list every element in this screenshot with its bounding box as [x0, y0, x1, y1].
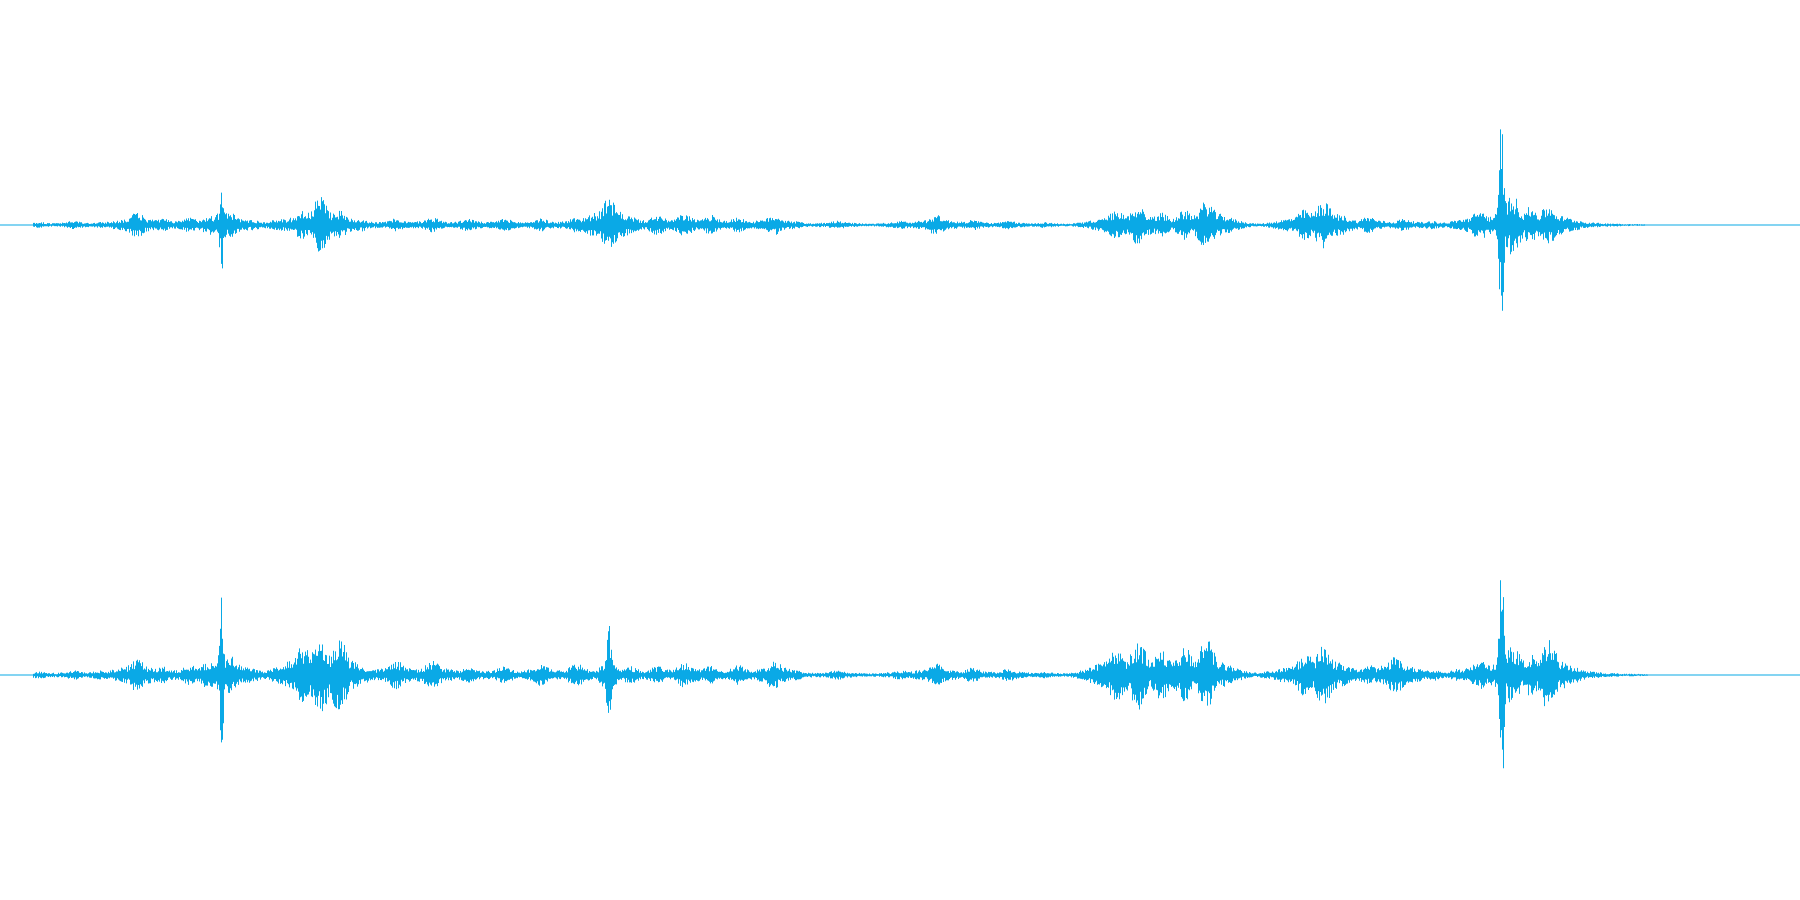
waveform-trace	[33, 129, 1645, 311]
waveform-trace	[33, 580, 1648, 769]
waveform-channel-2	[0, 580, 1800, 769]
waveform-channel-1	[0, 129, 1800, 311]
